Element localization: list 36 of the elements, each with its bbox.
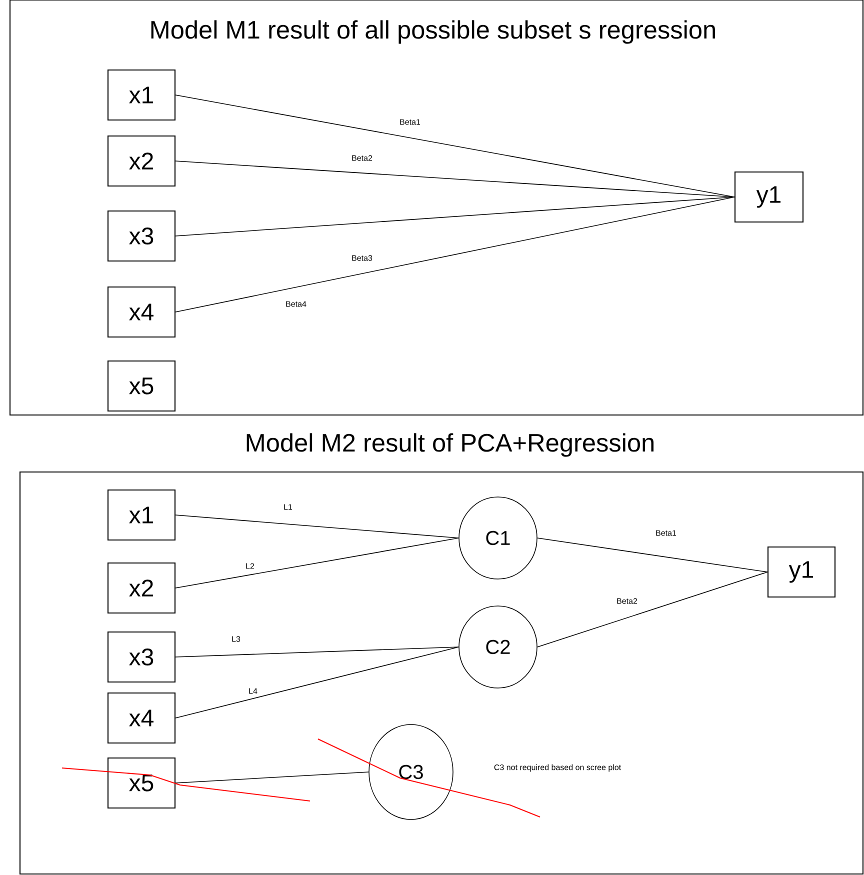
variable-box: x5 <box>107 757 176 809</box>
coefficient-label: Beta3 <box>350 254 374 262</box>
edge-label: Beta2 <box>616 598 638 604</box>
variable-box: x5 <box>107 360 176 412</box>
connector-line <box>175 196 735 312</box>
variable-box: x4 <box>107 286 176 338</box>
connector-line <box>537 538 768 572</box>
variable-box: y1 <box>767 546 836 598</box>
edge-label: L1 <box>282 504 294 510</box>
edge-label: L2 <box>244 562 256 570</box>
connector-line <box>175 538 459 588</box>
variable-box: x4 <box>107 692 176 744</box>
connector-line <box>175 514 459 538</box>
variable-box: x3 <box>107 210 176 262</box>
edge-label: L3 <box>230 636 242 642</box>
edge-label: Beta1 <box>654 530 678 536</box>
connector-line <box>175 772 369 784</box>
edge-label: L4 <box>248 688 258 694</box>
connector-line <box>175 160 735 198</box>
connector-line <box>537 572 768 648</box>
edge-label: Beta4 <box>284 300 308 308</box>
variable-box: x2 <box>107 562 176 614</box>
connector-line <box>175 94 735 198</box>
panel-title: Model M2 result of PCA+Regression <box>246 433 654 457</box>
edge-label: Beta1 <box>398 118 422 126</box>
variable-box: x1 <box>107 69 176 121</box>
variable-box: x1 <box>107 489 176 541</box>
variable-box: y1 <box>734 171 804 223</box>
connector-line <box>175 646 459 718</box>
panel-title: Model M1 result of all possible subset s regression <box>151 20 715 44</box>
edge-label: Beta2 <box>350 154 374 162</box>
note-text: C3 not required based on scree plot <box>493 764 622 772</box>
connector-line <box>175 646 459 658</box>
variable-box: x3 <box>107 631 176 683</box>
variable-box: x2 <box>107 135 176 187</box>
connector-line <box>175 196 735 236</box>
